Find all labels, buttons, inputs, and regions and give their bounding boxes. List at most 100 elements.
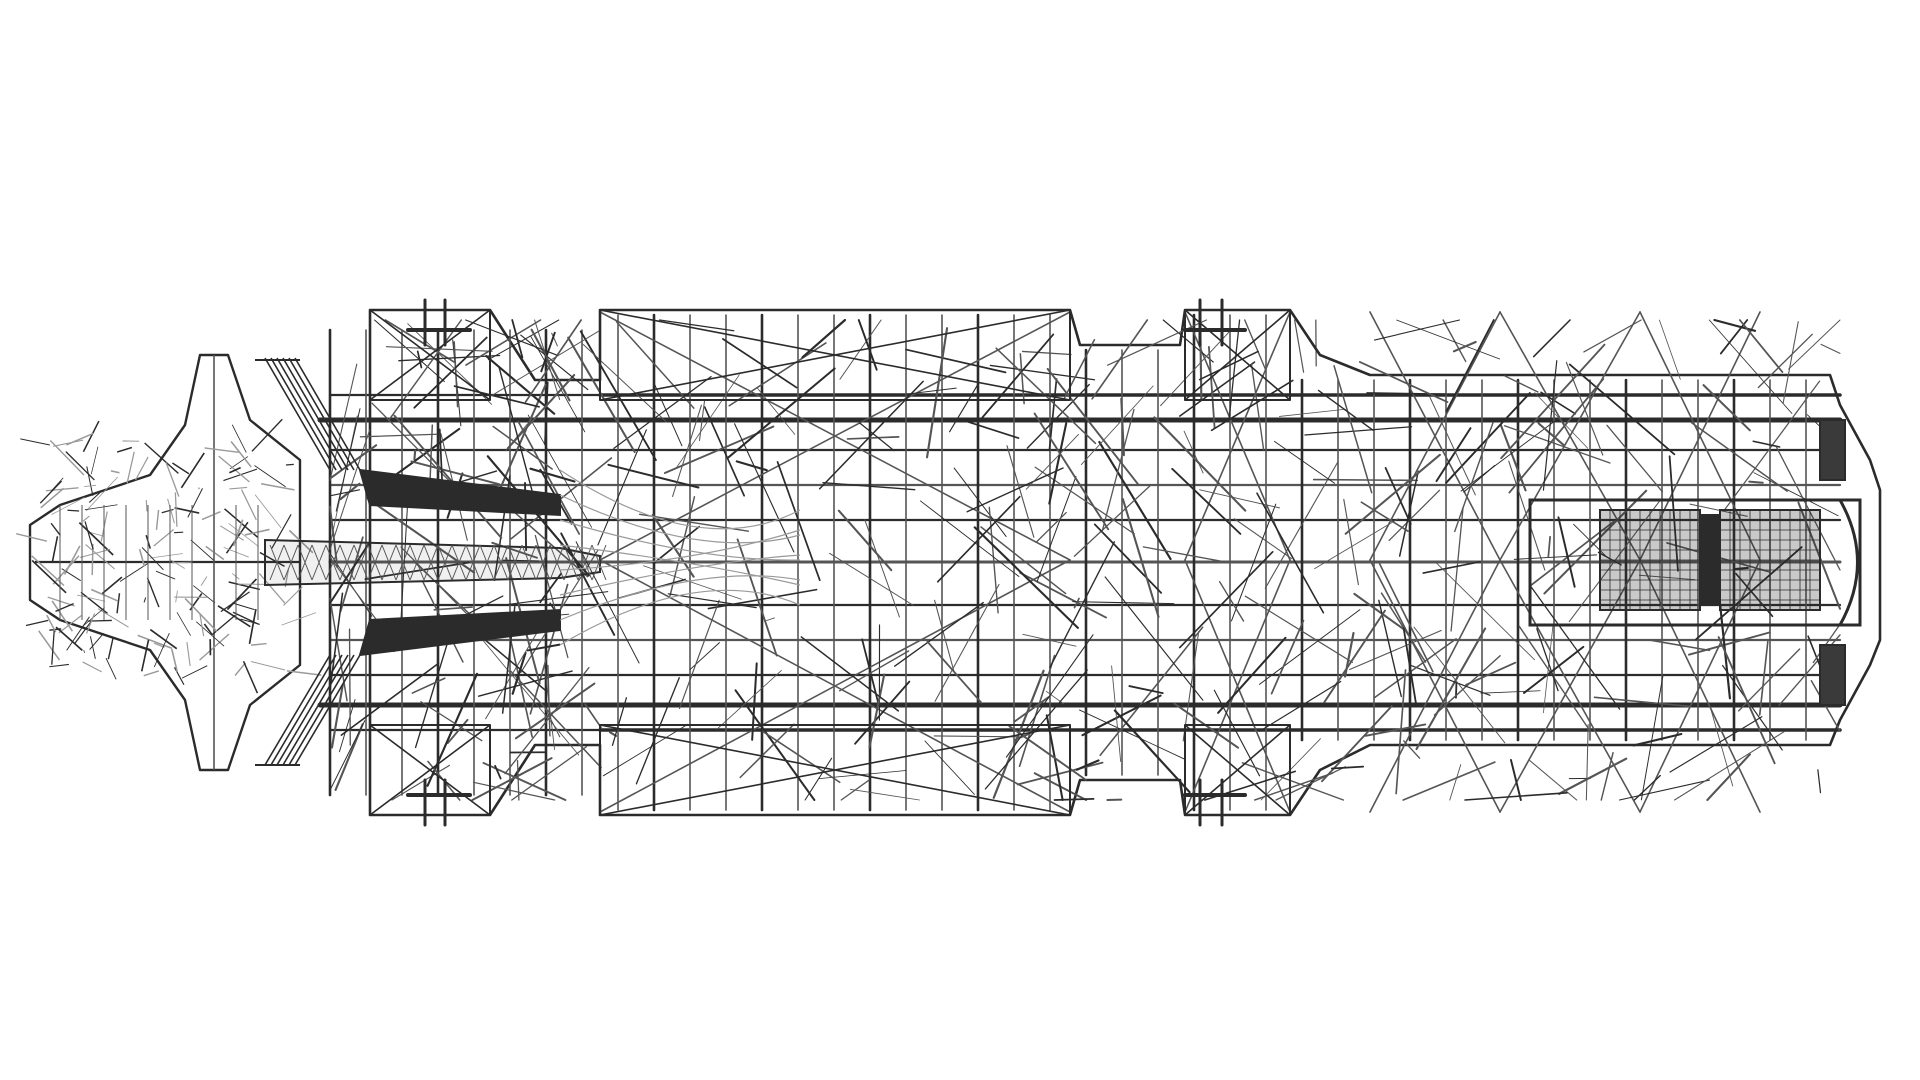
lattice-member [329,592,344,692]
lattice-member [1373,319,1461,341]
lattice-member [973,526,1079,629]
lattice-member [1583,319,1642,353]
lattice-member [529,467,576,483]
lattice-member [527,414,592,528]
lattice-member [524,319,582,403]
lattice-member [1757,333,1813,389]
lattice-member [1788,319,1841,370]
lattice-member [1719,319,1749,355]
bow-lattice [101,576,123,595]
lattice-member [1669,716,1763,773]
lattice-member [1314,518,1399,570]
lattice-member [924,740,975,795]
bow-lattice [66,432,94,446]
mast-array [255,357,801,766]
lattice-member [667,593,757,609]
bow-lattice [140,639,150,672]
lattice-member [1330,765,1365,770]
lattice-member [642,565,742,600]
lattice-member [1075,759,1100,771]
lattice-member [1738,319,1784,373]
antenna-panel [264,357,331,471]
lattice-member [1006,445,1035,538]
lattice-member [420,701,483,742]
cross-brace [369,309,491,401]
cable-curve [559,589,801,646]
lattice-member [1435,427,1472,483]
lattice-member [1748,480,1764,484]
antenna-panel [294,654,361,766]
lattice-member [511,319,524,359]
lattice-member [1717,636,1776,765]
lattice-member [1073,484,1152,557]
diagonal-brace [1369,311,1501,561]
lattice-member [1513,554,1598,560]
lattice-member [433,606,473,611]
lattice-member [953,467,1007,537]
lattice-member [800,636,900,712]
bow-lattice [187,488,203,518]
lattice-member [511,745,588,801]
lattice-member [776,461,821,582]
bow-lattice [161,508,174,514]
lattice-member [1606,424,1664,493]
lattice-member [1256,492,1325,614]
lattice-member [1035,511,1067,544]
bow-lattice [82,420,100,453]
lattice-member [544,381,549,446]
lattice-member [1429,396,1476,496]
bow-lattice [186,641,191,667]
lattice-member [837,509,893,572]
diagonal-brace [1499,559,1641,813]
bow-lattice [84,504,118,511]
lattice-member [510,670,602,769]
antenna-panel [288,654,355,766]
bow-lattice [51,536,59,562]
lattice-member [1304,426,1413,436]
lattice-member [329,597,348,702]
bow-lattice [173,667,185,686]
lattice-member [1258,609,1361,685]
bow-lattice [240,489,257,521]
lattice-member [477,670,573,697]
bow-lattice [135,456,149,481]
bow-lattice [126,451,135,484]
lattice-member [1638,574,1696,581]
bow-lattice [51,600,74,632]
bow-outline [28,353,302,772]
bow-lattice [230,441,252,468]
bow-lattice [254,465,286,488]
lattice-member [334,723,364,791]
lattice-member [1049,541,1116,669]
lattice-member [1508,378,1605,494]
lattice-member [894,601,984,667]
bow-lattice [63,545,81,575]
lattice-member [1353,592,1407,632]
lattice-member [1349,629,1442,671]
lattice-member [669,496,696,597]
lattice-member [348,628,351,746]
lattice-member [1540,391,1577,415]
bow-lattice [110,470,120,474]
boom-lattice [507,544,523,581]
bow-lattice [195,621,225,647]
lattice-member [1504,375,1539,393]
lattice-member [934,599,955,673]
lattice-member [398,354,501,362]
lattice-member [980,526,1067,595]
lattice-member [567,336,636,454]
lattice-member [804,757,833,801]
bow-lattice [220,591,250,613]
lattice-member [1388,489,1441,542]
bow-lattice [251,661,286,671]
boom-lattice [577,544,593,581]
lattice-member [949,381,980,433]
lattice-member [1464,791,1568,801]
bow-lattice [229,466,241,474]
lattice-member [829,552,914,606]
antenna-panel [270,654,337,766]
lattice-member [485,624,543,720]
lattice-member [1557,516,1576,588]
lattice-member [1046,367,1140,486]
lattice-member [1333,365,1373,494]
